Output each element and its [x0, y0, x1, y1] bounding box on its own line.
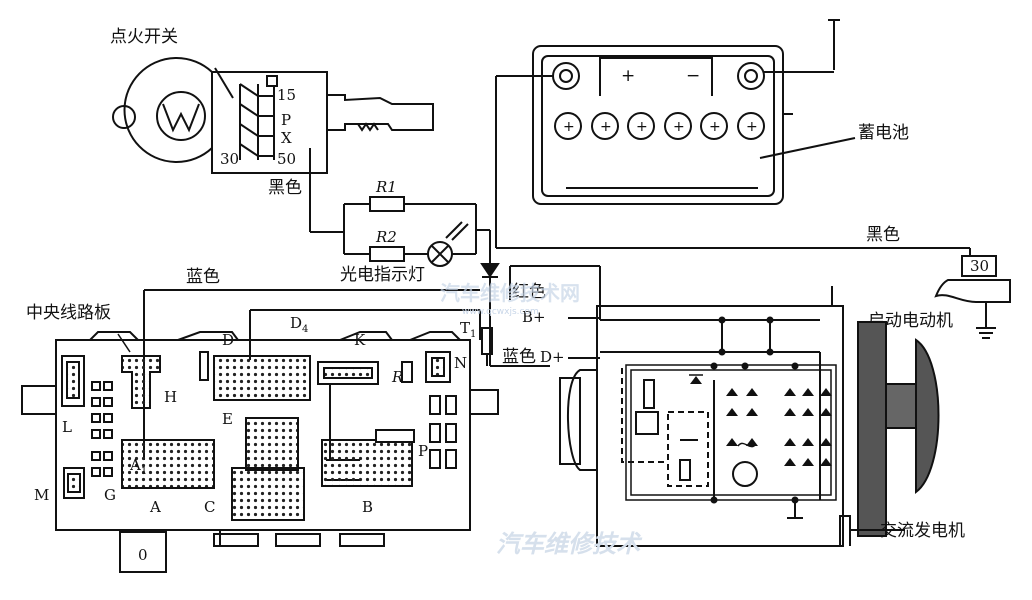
- rectifier-diodes: [689, 316, 832, 504]
- d-plus-terminal: D+: [540, 348, 565, 366]
- r1-label: R1: [375, 178, 397, 196]
- board-connectors: [61, 351, 457, 521]
- battery-plus-terminal: +: [621, 66, 635, 86]
- connector-b-label: B: [362, 498, 373, 516]
- watermark-url: www.qcwxjs.com: [462, 307, 539, 317]
- battery-label: 蓄电池: [858, 123, 909, 143]
- key-blade: [327, 94, 434, 131]
- cell-plus: +: [563, 119, 575, 135]
- connector-c: [231, 467, 305, 521]
- left-mount: [21, 385, 57, 415]
- b-plus-terminal: B+: [522, 308, 546, 326]
- resistor-r2: [369, 246, 405, 262]
- vw-logo: [156, 91, 206, 141]
- terminal-15: 15: [277, 86, 296, 104]
- diode: [480, 263, 500, 278]
- ignition-switch: [112, 57, 434, 233]
- ignition-switch-label: 点火开关: [110, 27, 178, 47]
- connector-k-label: K: [354, 331, 366, 349]
- indicator-lamp-label: 光电指示灯: [340, 265, 425, 285]
- alternator: [559, 286, 952, 547]
- connector-0: [119, 531, 167, 573]
- terminal-30: 30: [220, 150, 239, 168]
- red-wire-label: 红色: [512, 282, 546, 302]
- svg-text:+: +: [600, 119, 612, 135]
- terminal-p: P: [281, 111, 291, 129]
- indicator-circuit: [343, 196, 550, 367]
- connector-g-label: G: [104, 486, 116, 504]
- starter-terminal-30: 30: [970, 257, 989, 275]
- connector-e-label: E: [222, 410, 233, 428]
- central-board-label: 中央线路板: [26, 303, 111, 323]
- t1-label: T1: [460, 319, 476, 340]
- starter-motor: [934, 255, 1011, 339]
- terminal-50: 50: [277, 150, 296, 168]
- blue-wire-label-top: 蓝色: [186, 267, 220, 287]
- connector-d: [213, 355, 311, 401]
- battery: [495, 19, 971, 256]
- connector-m-label: M: [34, 486, 49, 504]
- connector-d-label: D: [222, 331, 234, 349]
- connector-b: [321, 439, 413, 487]
- connector-h-label: H: [164, 388, 177, 406]
- vw-logo-mark: [162, 103, 200, 133]
- connector-a-label: A: [149, 498, 161, 516]
- right-mount: [469, 389, 499, 415]
- pulley-belt: [857, 321, 887, 537]
- key-hole: [112, 105, 136, 129]
- resistor-r1: [369, 196, 405, 212]
- connector-e: [245, 417, 299, 471]
- connector-p-label: P: [418, 442, 428, 460]
- r2-label: R2: [375, 228, 397, 246]
- terminal-x: X: [281, 129, 292, 147]
- svg-text:+: +: [746, 119, 758, 135]
- starter-label: 启动电动机: [868, 311, 953, 331]
- watermark-center: 汽车维修技术网: [440, 281, 580, 305]
- connector-c-label: C: [204, 498, 215, 516]
- r-label: R: [391, 368, 403, 386]
- battery-minus-terminal: −: [686, 66, 700, 86]
- connector-0-label: 0: [138, 546, 148, 564]
- connector-l-label: L: [62, 418, 72, 436]
- connector-n-label: N: [454, 354, 467, 372]
- black-wire-label-top: 黑色: [268, 178, 302, 198]
- connector-a: [121, 439, 215, 489]
- connector-h: [121, 355, 161, 409]
- watermark-bottom: 汽车维修技术: [496, 530, 643, 558]
- svg-text:+: +: [709, 119, 721, 135]
- switch-body: [211, 71, 328, 174]
- blue-wire-label-d: 蓝色: [502, 347, 536, 367]
- svg-text:+: +: [636, 119, 648, 135]
- svg-text:+: +: [673, 119, 685, 135]
- pulley: [915, 338, 940, 494]
- ignition-key-head: [123, 57, 213, 163]
- connector-d4-label: D4: [290, 314, 308, 335]
- alternator-label: 交流发电机: [880, 521, 965, 541]
- black-wire-label-right: 黑色: [866, 225, 900, 245]
- connector-a1-label: A1: [129, 456, 147, 477]
